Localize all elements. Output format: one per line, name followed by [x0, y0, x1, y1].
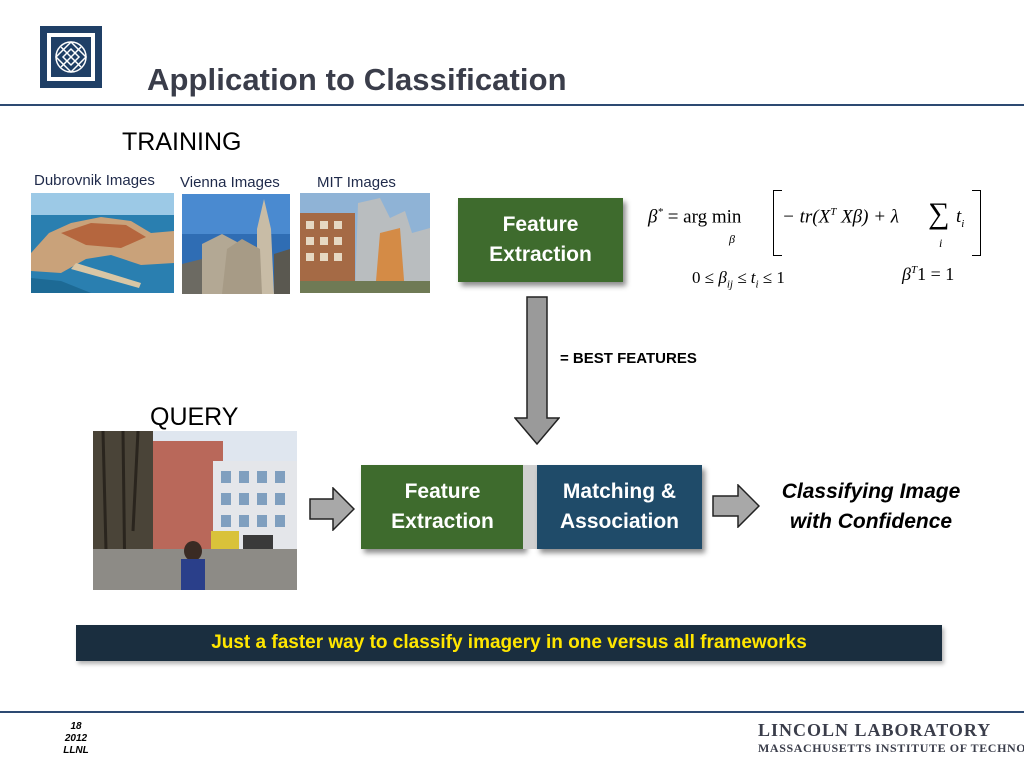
star-symbol: *	[657, 206, 663, 218]
footer-org: LLNL	[63, 745, 89, 756]
best-features-label: = BEST FEATURES	[560, 350, 697, 367]
training-label: TRAINING	[122, 128, 242, 156]
constraint-sum: βT1 = 1	[902, 264, 954, 285]
sum-index: i	[939, 236, 943, 250]
extraction-line: Extraction	[391, 510, 494, 533]
matching-line: Matching &	[562, 480, 677, 503]
header-divider	[0, 104, 1024, 106]
beta-t: β	[902, 264, 911, 284]
feature-line: Feature	[404, 480, 481, 503]
query-label: QUERY	[150, 403, 239, 431]
matching-association-box: Matching & Association	[537, 465, 702, 549]
feature-line: Feature	[502, 213, 579, 236]
t-symbol: t	[956, 206, 962, 227]
mit-photo-icon	[300, 193, 430, 293]
slide-number: 18 2012 LLNL	[58, 721, 94, 757]
constraint-start: 0 ≤	[692, 268, 719, 287]
footer-year: 2012	[64, 733, 88, 744]
formula-rest: Xβ) + λ	[841, 206, 900, 228]
dubrovnik-caption: Dubrovnik Images	[34, 172, 155, 189]
ti-index: i	[755, 278, 759, 291]
right-bracket	[972, 190, 981, 256]
extraction-line: Extraction	[489, 243, 592, 266]
vienna-photo-icon	[182, 194, 290, 294]
argmin-text: = arg min	[667, 206, 742, 228]
ij-index: ij	[726, 278, 733, 291]
t-variable: ti	[956, 206, 964, 230]
sum-to-one: 1 = 1	[917, 264, 955, 284]
sum-symbol: ∑	[928, 197, 950, 230]
association-line: Association	[559, 510, 680, 533]
transpose-symbol: T	[830, 206, 837, 218]
right-arrow-icon	[712, 483, 761, 533]
footer-divider	[0, 711, 1024, 713]
summary-banner: Just a faster way to classify imagery in…	[76, 625, 942, 661]
beta-ij: β	[718, 268, 727, 287]
objective-formula: β* = arg min	[648, 206, 741, 228]
page-number: 18	[70, 721, 82, 732]
constraint-end: ≤ 1	[758, 268, 785, 287]
formula-body: − tr(XT Xβ) + λ	[782, 206, 899, 228]
constraint-mid: ≤ t	[732, 268, 756, 287]
result-line-2: with Confidence	[789, 510, 953, 533]
classification-result: Classifying Image with Confidence	[760, 477, 982, 537]
lincoln-lab-logo-icon	[40, 26, 102, 88]
lincoln-lab-wordmark: LINCOLN LABORATORY	[758, 720, 992, 740]
mit-wordmark: MASSACHUSETTS INSTITUTE OF TECHNOLOGY	[758, 741, 1024, 755]
boston-street-photo-icon	[93, 430, 297, 595]
vienna-caption: Vienna Images	[180, 174, 280, 191]
formula-trace: − tr(X	[782, 206, 831, 228]
beta-transpose: T	[910, 264, 918, 276]
left-bracket	[773, 190, 782, 256]
constraint-bounds: 0 ≤ βij ≤ ti ≤ 1	[692, 268, 785, 290]
t-index: i	[961, 217, 965, 230]
right-arrow-icon	[309, 486, 356, 536]
mit-caption: MIT Images	[317, 174, 396, 191]
argmin-subscript: β	[729, 232, 735, 246]
beta-symbol: β	[648, 206, 658, 228]
page-title: Application to Classification	[147, 62, 567, 97]
down-arrow-icon	[513, 296, 561, 451]
dubrovnik-photo-icon	[31, 193, 174, 293]
result-line-1: Classifying Image	[781, 480, 961, 503]
